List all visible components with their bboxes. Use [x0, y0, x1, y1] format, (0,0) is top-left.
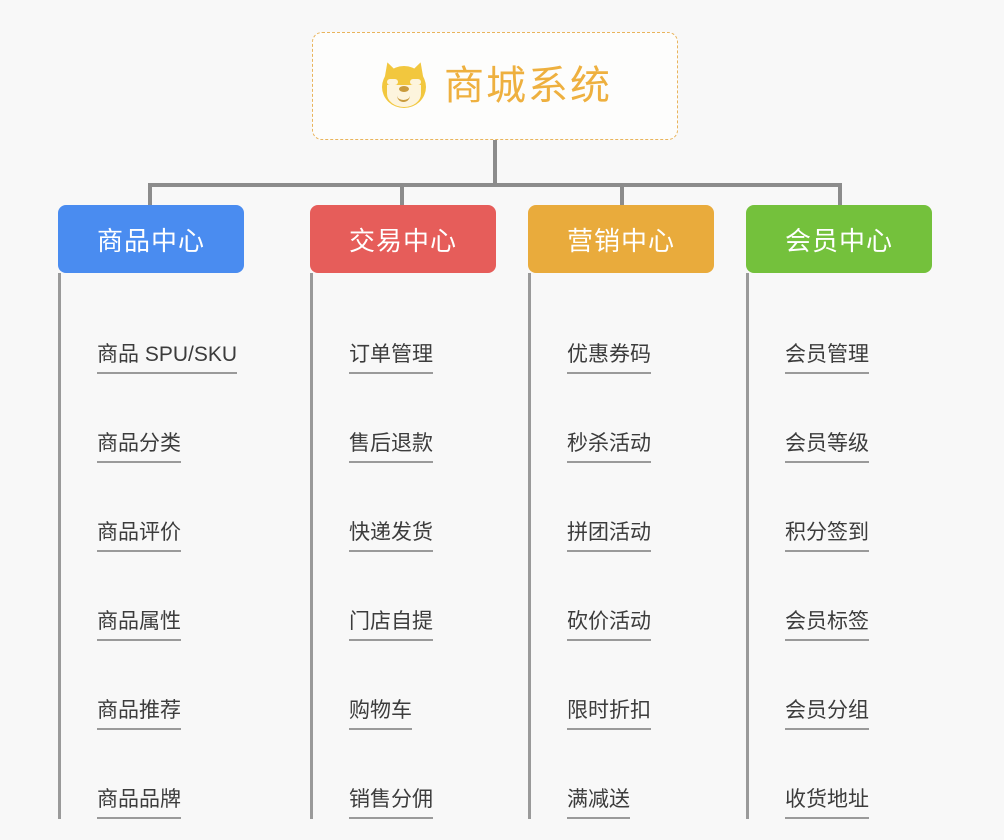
leaf-item[interactable]: 商品品牌: [61, 730, 244, 819]
leaf-item[interactable]: 商品分类: [61, 374, 244, 463]
leaf-item[interactable]: 限时折扣: [531, 641, 714, 730]
category-label: 营销中心: [566, 225, 675, 256]
connector-drop-3: [620, 183, 624, 207]
leaf-label: 商品推荐: [97, 699, 181, 730]
leaf-item[interactable]: 砍价活动: [531, 552, 714, 641]
leaf-item[interactable]: 拼团活动: [531, 463, 714, 552]
leaf-list-product-center: 商品 SPU/SKU 商品分类 商品评价 商品属性 商品推荐 商品品牌: [58, 273, 244, 819]
category-label: 商品中心: [96, 225, 205, 256]
branch-column-product-center: 商品中心 商品 SPU/SKU 商品分类 商品评价 商品属性 商品推荐 商品品牌: [58, 205, 244, 819]
leaf-item[interactable]: 售后退款: [313, 374, 496, 463]
leaf-item[interactable]: 积分签到: [749, 463, 932, 552]
leaf-label: 会员标签: [785, 610, 869, 641]
leaf-item[interactable]: 快递发货: [313, 463, 496, 552]
leaf-label: 订单管理: [349, 343, 433, 374]
leaf-item[interactable]: 收货地址: [749, 730, 932, 819]
branch-column-marketing-center: 营销中心 优惠券码 秒杀活动 拼团活动 砍价活动 限时折扣 满减送: [528, 205, 714, 819]
leaf-item[interactable]: 商品评价: [61, 463, 244, 552]
leaf-item[interactable]: 门店自提: [313, 552, 496, 641]
category-label: 会员中心: [784, 225, 893, 256]
leaf-label: 商品 SPU/SKU: [97, 343, 238, 374]
category-header-member-center[interactable]: 会员中心: [746, 205, 932, 273]
leaf-label: 砍价活动: [567, 610, 651, 641]
connector-drop-4: [838, 183, 842, 207]
leaf-label: 优惠券码: [567, 343, 651, 374]
leaf-list-marketing-center: 优惠券码 秒杀活动 拼团活动 砍价活动 限时折扣 满减送: [528, 273, 714, 819]
leaf-label: 商品属性: [97, 610, 181, 641]
leaf-item[interactable]: 会员管理: [749, 285, 932, 374]
leaf-label: 会员等级: [785, 432, 869, 463]
leaf-label: 满减送: [567, 788, 630, 819]
leaf-item[interactable]: 会员等级: [749, 374, 932, 463]
leaf-list-trade-center: 订单管理 售后退款 快递发货 门店自提 购物车 销售分佣: [310, 273, 496, 819]
leaf-item[interactable]: 秒杀活动: [531, 374, 714, 463]
branch-column-member-center: 会员中心 会员管理 会员等级 积分签到 会员标签 会员分组 收货地址: [746, 205, 932, 819]
leaf-item[interactable]: 订单管理: [313, 285, 496, 374]
leaf-item[interactable]: 会员标签: [749, 552, 932, 641]
category-header-marketing-center[interactable]: 营销中心: [528, 205, 714, 273]
leaf-label: 会员管理: [785, 343, 869, 374]
branch-column-trade-center: 交易中心 订单管理 售后退款 快递发货 门店自提 购物车 销售分佣: [310, 205, 496, 819]
leaf-label: 拼团活动: [567, 521, 651, 552]
category-label: 交易中心: [348, 225, 457, 256]
leaf-label: 收货地址: [785, 788, 869, 819]
connector-drop-1: [148, 183, 152, 207]
leaf-label: 门店自提: [349, 610, 433, 641]
dog-face-icon: [378, 59, 430, 112]
leaf-item[interactable]: 优惠券码: [531, 285, 714, 374]
leaf-label: 限时折扣: [567, 699, 651, 730]
root-node[interactable]: 商城系统: [312, 32, 678, 140]
connector-bus: [148, 183, 842, 187]
leaf-item[interactable]: 商品 SPU/SKU: [61, 285, 244, 374]
leaf-item[interactable]: 会员分组: [749, 641, 932, 730]
leaf-label: 售后退款: [349, 432, 433, 463]
leaf-item[interactable]: 商品推荐: [61, 641, 244, 730]
leaf-item[interactable]: 商品属性: [61, 552, 244, 641]
category-header-trade-center[interactable]: 交易中心: [310, 205, 496, 273]
category-header-product-center[interactable]: 商品中心: [58, 205, 244, 273]
connector-drop-2: [400, 183, 404, 207]
leaf-label: 销售分佣: [349, 788, 433, 819]
leaf-label: 商品评价: [97, 521, 181, 552]
leaf-item[interactable]: 销售分佣: [313, 730, 496, 819]
leaf-label: 购物车: [349, 699, 412, 730]
leaf-list-member-center: 会员管理 会员等级 积分签到 会员标签 会员分组 收货地址: [746, 273, 932, 819]
leaf-item[interactable]: 满减送: [531, 730, 714, 819]
leaf-item[interactable]: 购物车: [313, 641, 496, 730]
leaf-label: 商品分类: [97, 432, 181, 463]
leaf-label: 会员分组: [785, 699, 869, 730]
root-title: 商城系统: [444, 64, 612, 108]
leaf-label: 快递发货: [349, 521, 433, 552]
leaf-label: 积分签到: [785, 521, 869, 552]
connector-root-stem: [493, 140, 497, 185]
leaf-label: 秒杀活动: [567, 432, 651, 463]
leaf-label: 商品品牌: [97, 788, 181, 819]
